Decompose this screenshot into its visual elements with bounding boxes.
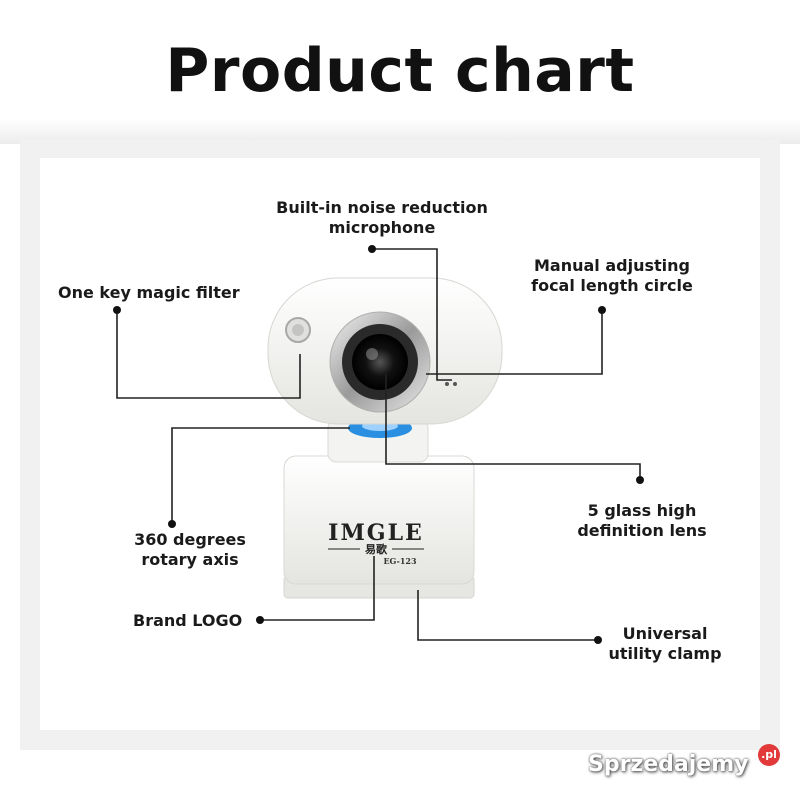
label-focal-length: Manual adjusting focal length circle [512,256,712,296]
leader-dot [168,520,176,528]
brand-logo: IMGLE [328,520,424,546]
label-rotary-axis: 360 degrees rotary axis [110,530,270,570]
label-line: Universal [622,624,708,643]
label-line: Brand LOGO [133,611,243,630]
leader-logo [260,556,375,621]
watermark-badge: .pl [758,744,780,766]
label-magic-filter: One key magic filter [58,283,258,303]
label-brand-logo: Brand LOGO [133,611,263,631]
leader-dot [594,636,602,644]
label-line: 360 degrees [134,530,246,549]
model-number: EG-123 [383,556,417,566]
leader-lens [385,374,641,480]
label-line: microphone [328,218,436,237]
microphone-hole [453,382,457,386]
label-line: 5 glass high [587,501,697,520]
label-clamp: Universal utility clamp [590,624,740,664]
lens-glare [366,348,378,360]
label-line: focal length circle [531,276,693,295]
label-line: rotary axis [141,550,239,569]
label-line: utility clamp [608,644,722,663]
frame-shadow [0,118,800,144]
leader-dot [256,616,264,624]
leader-axis [171,427,350,524]
label-line: One key magic filter [58,283,240,302]
label-microphone: Built-in noise reduction microphone [262,198,502,238]
watermark-logo: Sprzedajemy [588,752,749,777]
brand-chinese-logo: 易歌 [365,542,388,556]
magic-filter-button-inner [292,324,304,336]
leader-filter [116,310,301,399]
leader-dot [368,245,376,253]
leader-dot [598,306,606,314]
microphone-hole [445,382,449,386]
leader-dot [113,306,121,314]
leader-dot [636,476,644,484]
label-line: Built-in noise reduction [276,198,488,217]
leader-microphone [372,248,452,381]
page-title: Product chart [165,36,635,106]
leader-focal [426,310,603,375]
label-line: definition lens [577,521,707,540]
camera-lens [352,334,408,390]
label-lens: 5 glass high definition lens [562,501,722,541]
label-line: Manual adjusting [534,256,690,275]
leader-clamp [417,590,598,641]
